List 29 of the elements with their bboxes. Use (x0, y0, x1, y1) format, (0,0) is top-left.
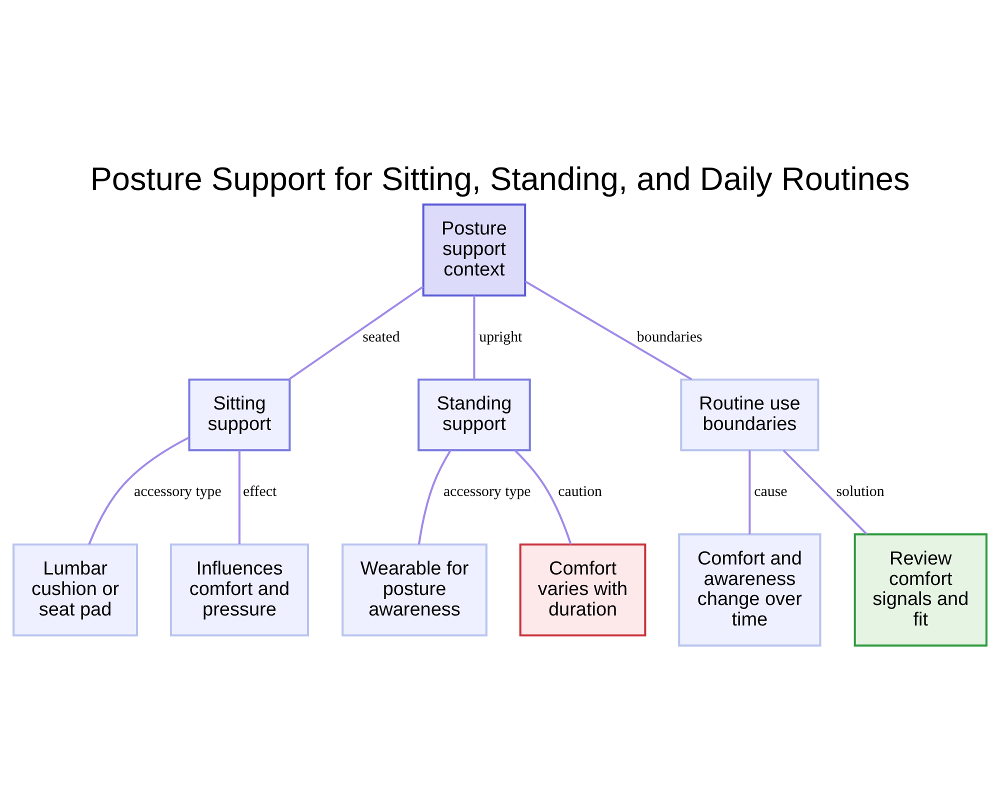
connector (782, 450, 868, 535)
connector (514, 450, 572, 545)
connector (88, 436, 190, 545)
edge-label: effect (242, 484, 277, 500)
node-box: Posture support context (422, 204, 526, 296)
edge-label: upright (479, 329, 522, 346)
edge-label: boundaries (636, 329, 702, 346)
node-box: Routine use boundaries (680, 378, 820, 452)
node-box: Influences comfort and pressure (170, 543, 309, 636)
node-box: Standing support (418, 378, 531, 452)
connector (748, 450, 751, 534)
node-box: Review comfort signals and fit (854, 533, 988, 647)
node-box: Sitting support (188, 378, 291, 452)
edge-label: cause (754, 484, 788, 500)
connector (524, 280, 692, 380)
edge-label: caution (558, 484, 602, 500)
diagram-title: Posture Support for Sitting, Standing, and Daily Routines (90, 160, 910, 197)
edge-label: seated (362, 329, 400, 346)
edge-label: accessory type (134, 484, 222, 500)
node-box: Wearable for posture awareness (342, 543, 488, 636)
connector (238, 450, 240, 544)
node-box: Lumbar cushion or seat pad (12, 543, 138, 636)
connector (288, 286, 424, 380)
node-box: Comfort varies with duration (519, 543, 646, 636)
connector (473, 296, 476, 380)
edge-label: solution (836, 484, 884, 500)
edge-label: accessory type (443, 484, 531, 500)
connector (418, 450, 452, 545)
node-box: Comfort and awareness change over time (678, 533, 822, 647)
